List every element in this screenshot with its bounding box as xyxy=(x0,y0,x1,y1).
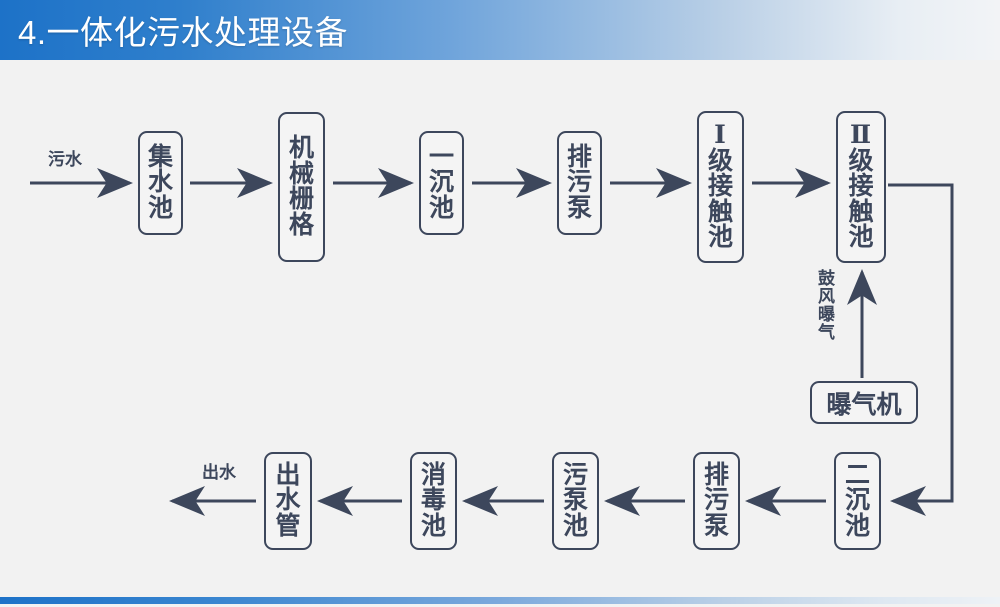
node-erchenchi[interactable]: 二 沉 池 xyxy=(834,452,881,550)
node-jixieshange-label: 机 械 栅 格 xyxy=(288,134,314,239)
footer-accent-bar xyxy=(0,597,1000,604)
edge-label-outlet: 出水 xyxy=(202,463,236,482)
node-jishuichi[interactable]: 集 水 池 xyxy=(138,131,183,235)
flow-diagram-canvas: 集 水 池 机 械 栅 格 一 沉 池 排 污 泵 Ⅰ 级 接 触 xyxy=(0,60,1000,597)
node-jiejichudi-2[interactable]: Ⅱ 级 接 触 池 xyxy=(836,111,886,263)
node-jiejichudi-2-label: Ⅱ 级 接 触 池 xyxy=(848,122,874,252)
node-jixieshange[interactable]: 机 械 栅 格 xyxy=(278,112,325,262)
node-paiwubeng-bottom-label: 排 污 泵 xyxy=(703,460,729,540)
node-xiaoduchi[interactable]: 消 毒 池 xyxy=(410,452,457,550)
node-baoqiji[interactable]: 曝气机 xyxy=(810,381,918,424)
node-yichenchi-label: 一 沉 池 xyxy=(428,142,454,222)
node-jishuichi-label: 集 水 池 xyxy=(147,142,173,222)
node-paiwubeng-top-label: 排 污 泵 xyxy=(566,142,592,222)
node-jiejichudi-1-label: Ⅰ 级 接 触 池 xyxy=(707,122,733,252)
title-bar: 4.一体化污水处理设备 xyxy=(0,0,1000,60)
edge-jiejichudi2-to-erchenchi xyxy=(888,183,954,516)
connector-layer xyxy=(30,168,954,516)
node-baoqiji-label: 曝气机 xyxy=(826,390,902,419)
node-xiaoduchi-label: 消 毒 池 xyxy=(420,460,446,540)
node-chushuiguan-label: 出 水 管 xyxy=(275,460,301,540)
node-wubengchi[interactable]: 污 泵 池 xyxy=(552,452,599,550)
node-erchenchi-label: 二 沉 池 xyxy=(844,460,870,540)
node-wubengchi-label: 污 泵 池 xyxy=(562,460,588,540)
page-title: 4.一体化污水处理设备 xyxy=(18,14,349,51)
node-jiejichudi-1[interactable]: Ⅰ 级 接 触 池 xyxy=(697,111,744,263)
node-paiwubeng-top[interactable]: 排 污 泵 xyxy=(557,131,602,235)
edge-label-inlet: 污水 xyxy=(48,150,82,169)
node-yichenchi[interactable]: 一 沉 池 xyxy=(419,131,464,235)
node-paiwubeng-bottom[interactable]: 排 污 泵 xyxy=(693,452,740,550)
node-chushuiguan[interactable]: 出 水 管 xyxy=(264,452,312,550)
edge-label-aeration: 鼓 风 曝 气 xyxy=(818,269,835,342)
